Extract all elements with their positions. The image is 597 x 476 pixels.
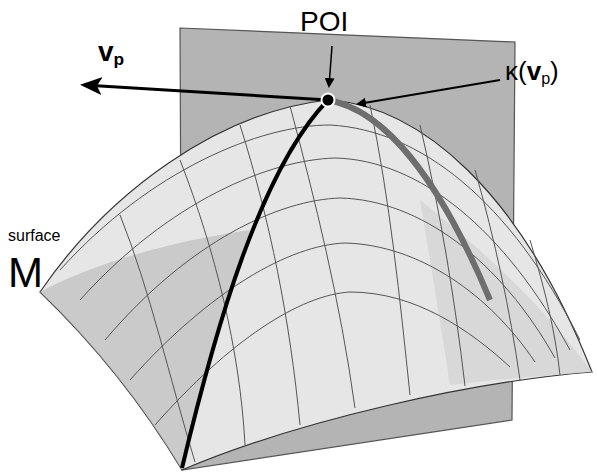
tangent-vector bbox=[84, 85, 328, 100]
mesh-lines bbox=[60, 105, 580, 462]
point-label: POI bbox=[300, 8, 348, 36]
curvature-curve bbox=[328, 100, 490, 300]
surface-caption: surface bbox=[8, 228, 60, 244]
section-curve bbox=[182, 100, 328, 468]
leader-line bbox=[329, 46, 332, 86]
surface-mesh bbox=[40, 100, 592, 470]
surface-shade bbox=[40, 230, 250, 470]
surface-name: M bbox=[8, 252, 43, 294]
surface-shade bbox=[420, 200, 592, 385]
leader-line bbox=[358, 80, 500, 104]
point-marker bbox=[322, 94, 335, 107]
vector-label: vp bbox=[98, 38, 124, 69]
curvature-label: κ(vp) bbox=[505, 58, 559, 86]
